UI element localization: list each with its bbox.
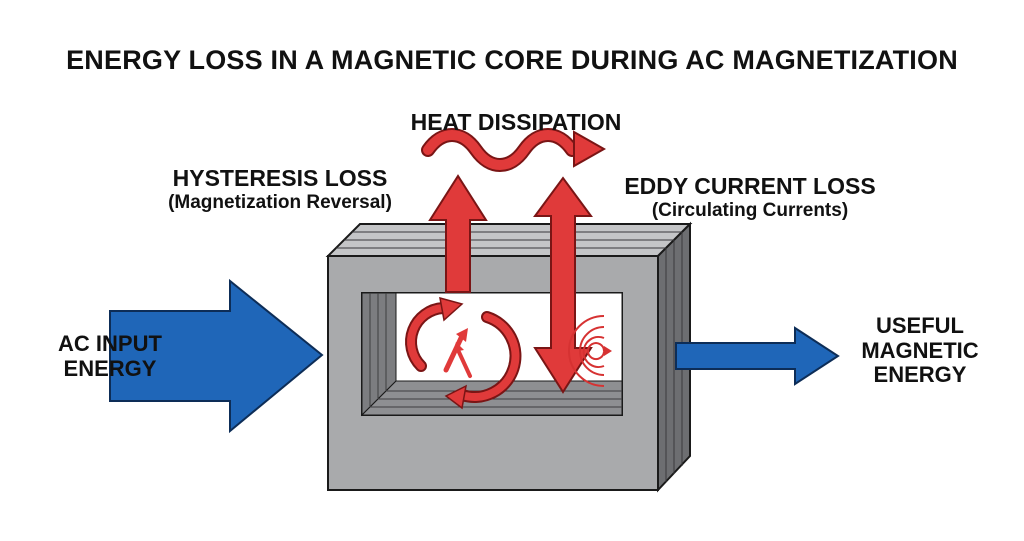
diagram-title: ENERGY LOSS IN A MAGNETIC CORE DURING AC… xyxy=(66,45,958,75)
heat-dissipation-label: HEAT DISSIPATION xyxy=(410,109,622,135)
hysteresis-loss-title: HYSTERESIS LOSS xyxy=(172,165,388,191)
ac-input-line1: AC INPUT xyxy=(58,331,162,356)
hysteresis-up-arrow xyxy=(428,174,488,293)
hysteresis-loss-subtitle: (Magnetization Reversal) xyxy=(168,191,392,213)
hysteresis-cycle-icon xyxy=(405,296,522,410)
hysteresis-loss-label: HYSTERESIS LOSS (Magnetization Reversal) xyxy=(130,165,430,213)
useful-magnetic-energy-label: USEFUL MAGNETIC ENERGY xyxy=(840,313,1000,388)
eddy-double-arrow xyxy=(533,176,593,394)
useful-line3: ENERGY xyxy=(873,362,967,388)
eddy-current-loss-label: EDDY CURRENT LOSS (Circulating Currents) xyxy=(600,173,900,221)
useful-line1: USEFUL xyxy=(876,313,964,338)
eddy-current-loops-icon xyxy=(568,315,612,387)
heat-wavy-arrow xyxy=(421,128,607,172)
ac-input-line2: ENERGY xyxy=(63,355,157,381)
useful-energy-arrow xyxy=(675,326,840,386)
ac-input-arrow xyxy=(109,278,324,434)
magnetic-core xyxy=(325,221,693,493)
eddy-current-loss-subtitle: (Circulating Currents) xyxy=(651,199,849,221)
ac-input-energy-label: AC INPUT ENERGY xyxy=(30,331,190,381)
core-laminations xyxy=(336,231,683,482)
useful-line2: MAGNETIC xyxy=(861,337,979,363)
eddy-current-loss-title: EDDY CURRENT LOSS xyxy=(624,173,876,199)
